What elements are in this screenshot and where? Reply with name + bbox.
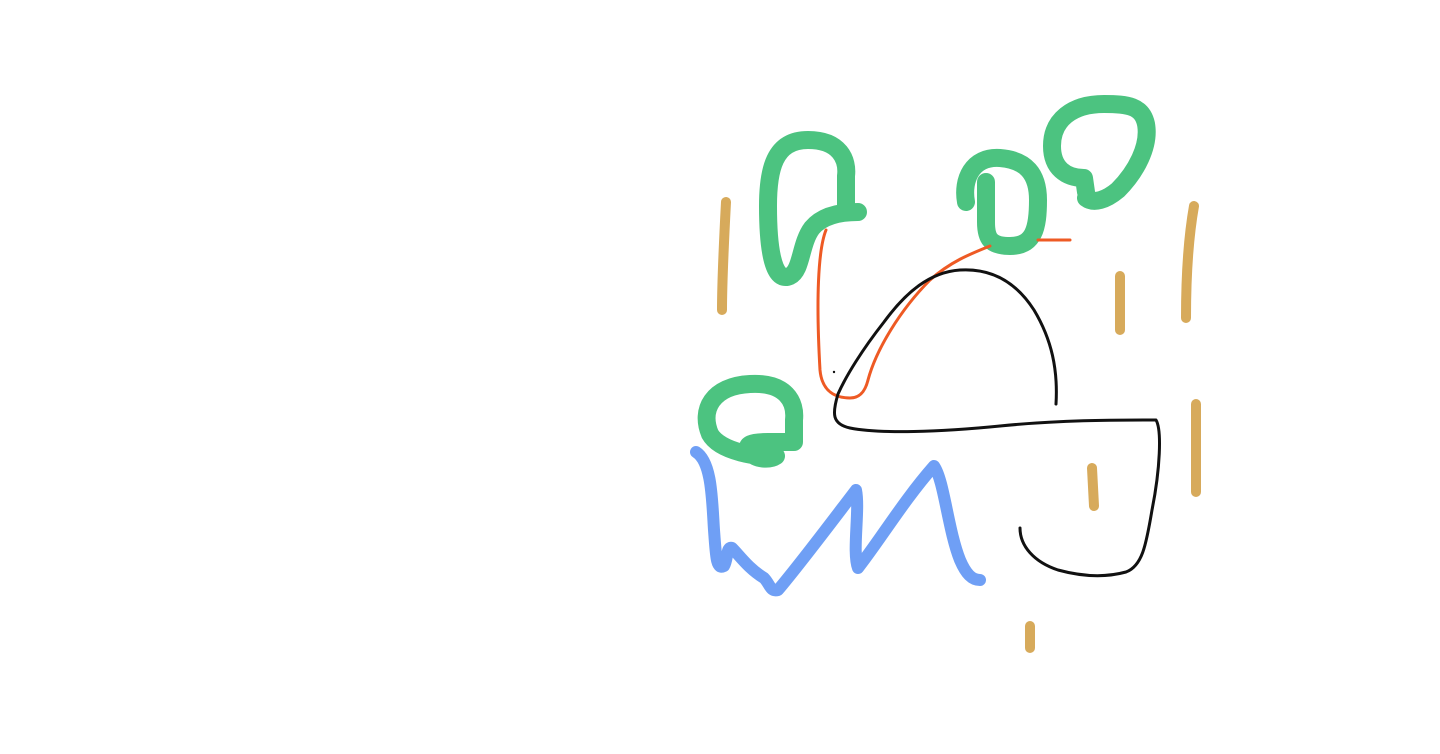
green-blob-left: [759, 131, 867, 286]
black-arch: [832, 268, 1058, 434]
black-bowl: [998, 418, 1161, 578]
green-blob-middle: [956, 148, 1047, 255]
tan-dash-1: [717, 197, 731, 315]
green-blob-bottom-left: [697, 374, 804, 468]
orange-line-left: [816, 228, 992, 400]
tan-dash-5: [1087, 463, 1099, 511]
green-blob-top-right: [1043, 95, 1156, 210]
blue-zigzag: [690, 446, 986, 597]
tan-dash-3: [1181, 201, 1199, 323]
black-dot: [832, 370, 836, 374]
